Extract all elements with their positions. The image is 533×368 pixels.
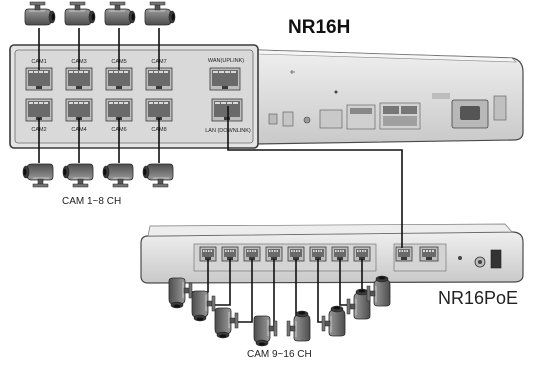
nvr-title: NR16H bbox=[288, 17, 351, 38]
poe-port bbox=[243, 246, 261, 262]
nvr-port-cam5 bbox=[105, 67, 133, 91]
camera-icon bbox=[22, 163, 54, 188]
camera-icon bbox=[168, 277, 193, 309]
camera-icon bbox=[142, 163, 174, 188]
poe-switch-title: NR16PoE bbox=[438, 288, 519, 308]
camera-cable bbox=[235, 259, 253, 323]
nvr-port-cam4 bbox=[65, 98, 93, 122]
nvr-port-lan bbox=[211, 98, 243, 122]
camera-icon bbox=[191, 290, 216, 322]
camera-icon bbox=[64, 1, 96, 26]
camera-icon bbox=[214, 307, 239, 339]
camera-icon bbox=[321, 305, 346, 337]
poe-uplink-port bbox=[395, 246, 413, 262]
poe-port bbox=[331, 246, 349, 262]
camera-icon bbox=[286, 310, 311, 342]
camera-icon bbox=[253, 315, 278, 347]
nvr-wan-label: WAN(UPLINK) bbox=[208, 58, 244, 64]
poe-port bbox=[265, 246, 283, 262]
uplink-cable bbox=[227, 106, 403, 248]
nvr-port-block: CAM1CAM2CAM3CAM4CAM5CAM6CAM7CAM8WAN(UPLI… bbox=[25, 58, 251, 134]
nvr-port-cam3 bbox=[65, 67, 93, 91]
poe-port bbox=[287, 246, 305, 262]
poe-port bbox=[309, 246, 327, 262]
nvr-port-wan bbox=[209, 67, 241, 91]
camera-icon bbox=[144, 1, 176, 26]
nvr-port-cam2 bbox=[25, 98, 53, 122]
poe-port bbox=[353, 246, 371, 262]
nvr-rear-io bbox=[268, 70, 507, 130]
nvr-port-cam8 bbox=[145, 98, 173, 122]
camera-layer bbox=[22, 1, 391, 347]
camera-cable bbox=[212, 259, 231, 306]
cam-9-16-group-label: CAM 9~16 CH bbox=[247, 349, 312, 360]
camera-icon bbox=[24, 1, 56, 26]
camera-icon bbox=[366, 275, 391, 307]
camera-cable bbox=[339, 259, 350, 306]
cam-1-8-group-label: CAM 1~8 CH bbox=[62, 196, 122, 207]
poe-console-port bbox=[419, 246, 439, 262]
poe-port bbox=[199, 246, 217, 262]
poe-port-block bbox=[199, 246, 439, 262]
nvr-port-cam7 bbox=[145, 67, 173, 91]
camera-icon bbox=[62, 163, 94, 188]
nvr-port-cam6 bbox=[105, 98, 133, 122]
nvr-port-cam1 bbox=[25, 67, 53, 91]
poe-port bbox=[221, 246, 239, 262]
camera-icon bbox=[102, 163, 134, 188]
camera-icon bbox=[104, 1, 136, 26]
camera-icon bbox=[346, 288, 371, 320]
